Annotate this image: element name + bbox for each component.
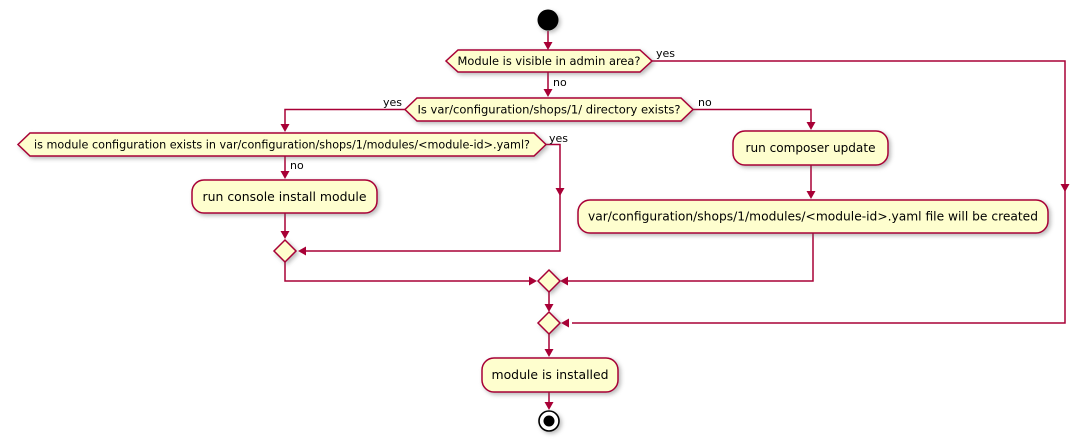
action-yaml-created	[577, 199, 1049, 234]
arrowhead-down-icon	[280, 231, 290, 239]
action-module-installed-label: module is installed	[492, 368, 609, 382]
arrowhead-down-icon	[806, 191, 816, 199]
edge-directory-no	[693, 108, 812, 122]
merge-diamond-1	[272, 238, 298, 264]
edge-yaml-to-merge2	[568, 233, 814, 282]
arrowhead-down-icon	[544, 349, 554, 357]
label-visible-no: no	[553, 76, 567, 89]
label-directory-yes: yes	[383, 96, 402, 109]
arrowhead-down-icon	[1060, 184, 1070, 192]
edge-config-yes	[306, 143, 561, 252]
decision-module-visible-label: Module is visible in admin area?	[458, 54, 641, 68]
action-composer-update	[732, 130, 889, 166]
arrowhead-left-icon	[298, 246, 306, 256]
label-config-yes: yes	[549, 132, 568, 145]
edge-merge1-to-merge2	[284, 262, 529, 282]
arrowhead-left-icon	[560, 276, 568, 286]
label-config-no: no	[290, 159, 304, 172]
arrowhead-down-icon	[544, 304, 554, 312]
decision-config-exists-label: is module configuration exists in var/co…	[34, 138, 530, 152]
arrowhead-down-icon	[544, 402, 554, 410]
arrowhead-left-icon	[561, 318, 569, 328]
action-console-install-label: run console install module	[203, 190, 367, 204]
edge-directory-yes	[284, 108, 405, 124]
label-directory-no: no	[698, 96, 712, 109]
arrowhead-down-icon	[806, 122, 816, 130]
action-composer-update-label: run composer update	[746, 141, 876, 155]
decision-config-exists	[16, 132, 548, 157]
label-visible-yes: yes	[656, 47, 675, 60]
arrowhead-down-icon	[280, 124, 290, 132]
action-module-installed	[481, 357, 619, 393]
start-node	[537, 9, 559, 31]
merge-diamond-2	[536, 268, 562, 294]
arrowhead-down-icon	[280, 171, 290, 179]
arrowhead-down-icon	[543, 89, 553, 97]
arrowhead-down-icon	[555, 188, 565, 196]
decision-directory-exists	[403, 97, 695, 122]
arrowhead-down-icon	[543, 42, 553, 50]
action-console-install	[191, 179, 378, 214]
arrowhead-right-icon	[529, 276, 537, 286]
merge-diamond-3	[536, 310, 562, 336]
decision-directory-exists-label: Is var/configuration/shops/1/ directory …	[418, 103, 681, 117]
end-node	[538, 410, 560, 432]
action-yaml-created-label: var/configuration/shops/1/modules/<modul…	[588, 210, 1038, 224]
decision-module-visible	[444, 49, 654, 73]
